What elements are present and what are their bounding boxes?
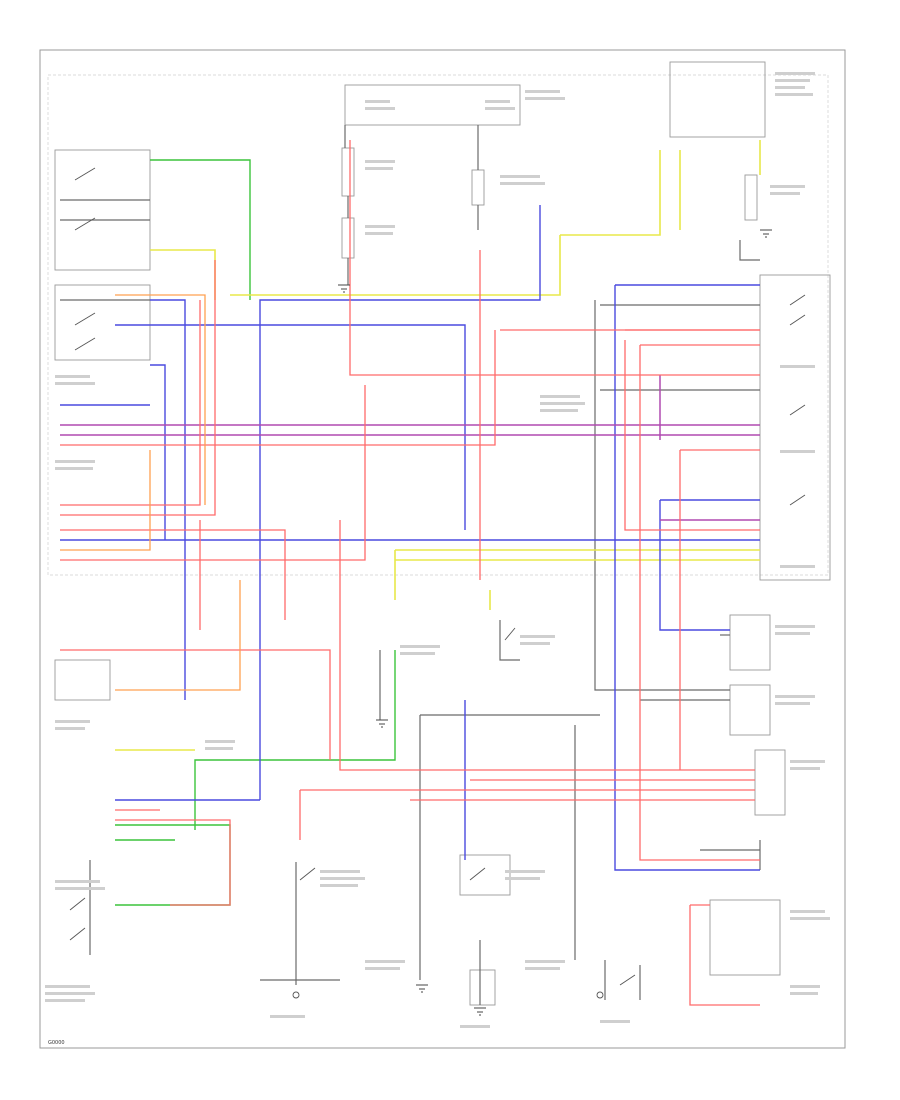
fuse-1: [341, 147, 355, 197]
controller-box-bottom-right: [709, 899, 781, 976]
wires-red: [60, 140, 760, 1006]
switch-symbols: [69, 167, 806, 999]
label-placeholders: [45, 72, 830, 1028]
component-boxes: [54, 61, 831, 1006]
fuse-3: [471, 169, 485, 206]
sensor-box-right-1: [729, 614, 771, 671]
wires-orange: [60, 294, 241, 691]
wires-grey: [60, 125, 761, 1005]
connector-right: [754, 749, 786, 816]
sensor-box-bottom: [469, 969, 496, 1006]
small-box-left: [54, 659, 111, 701]
diagram-border: [39, 49, 846, 1049]
reference-code: G0000: [48, 1040, 65, 1046]
module-right: [759, 274, 831, 581]
ground-symbols: [338, 229, 772, 1016]
relay-box-top-right: [669, 61, 766, 138]
fuse-4: [744, 174, 758, 221]
wires-green: [115, 159, 396, 906]
wires-violet: [60, 375, 760, 521]
switch-box-top-left: [54, 149, 151, 271]
switch-box-left: [54, 284, 151, 361]
pressure-switch-box: [459, 854, 511, 896]
sensor-box-right-2: [729, 684, 771, 736]
wires-blue: [60, 205, 760, 871]
fuse-box: [344, 84, 521, 126]
fuse-2: [341, 217, 355, 259]
dashed-frame: [47, 74, 829, 576]
